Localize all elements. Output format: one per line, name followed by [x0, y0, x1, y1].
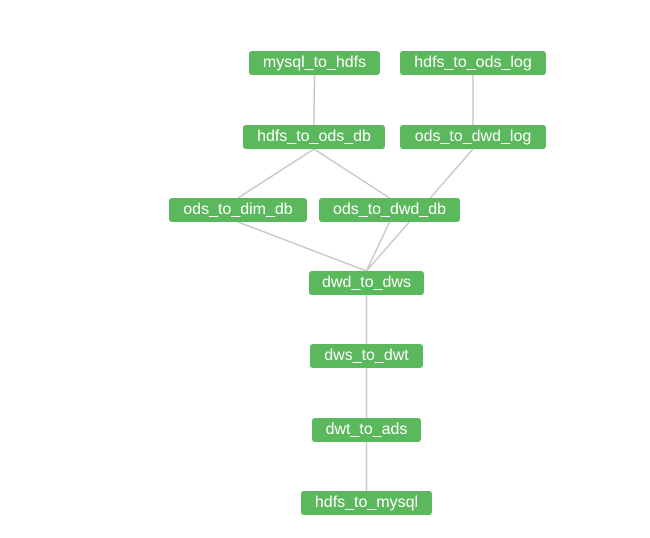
edge-hdfs_to_ods_db-to-ods_to_dwd_db [313, 148, 390, 199]
task-node-dwd-to-dws[interactable]: dwd_to_dws [309, 271, 424, 295]
task-node-hdfs-to-mysql[interactable]: hdfs_to_mysql [301, 491, 432, 515]
task-node-mysql-to-hdfs[interactable]: mysql_to_hdfs [249, 51, 380, 75]
task-node-dws-to-dwt[interactable]: dws_to_dwt [310, 344, 423, 368]
edge-ods_to_dwd_db-to-dwd_to_dws [365, 221, 391, 272]
edge-mysql_to_hdfs-to-hdfs_to_ods_db [313, 74, 316, 126]
task-node-ods-to-dim-db[interactable]: ods_to_dim_db [169, 198, 307, 222]
edge-ods_to_dim_db-to-dwd_to_dws [237, 221, 367, 272]
task-node-ods-to-dwd-log[interactable]: ods_to_dwd_log [400, 125, 546, 149]
task-node-hdfs-to-ods-db[interactable]: hdfs_to_ods_db [243, 125, 385, 149]
edge-hdfs_to_ods_db-to-ods_to_dim_db [237, 148, 315, 199]
task-node-hdfs-to-ods-log[interactable]: hdfs_to_ods_log [400, 51, 546, 75]
task-node-dwt-to-ads[interactable]: dwt_to_ads [312, 418, 421, 442]
task-node-ods-to-dwd-db[interactable]: ods_to_dwd_db [319, 198, 460, 222]
